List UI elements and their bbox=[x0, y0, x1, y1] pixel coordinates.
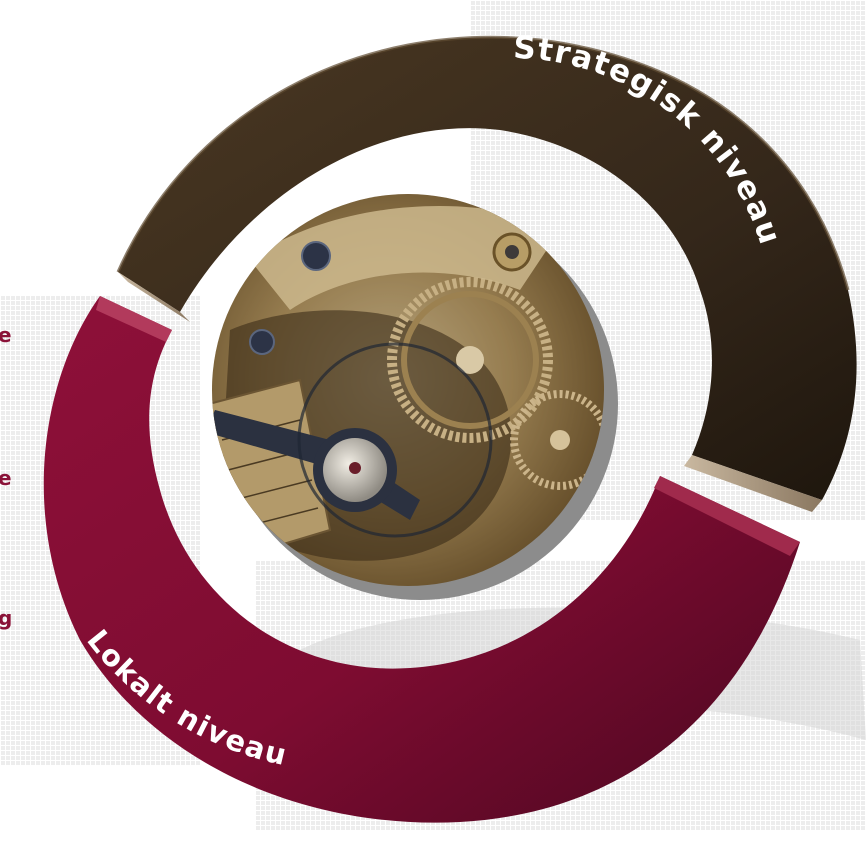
clipped-text-fragment-3: g bbox=[0, 606, 13, 630]
clipped-text-fragment-2: e bbox=[0, 466, 12, 490]
gear-right bbox=[510, 390, 604, 490]
clockwork-image bbox=[212, 194, 604, 586]
clipped-text-fragment-1: e bbox=[0, 323, 12, 347]
local-level-segment bbox=[43, 296, 801, 823]
gear-large bbox=[387, 277, 553, 443]
strategic-level-segment bbox=[116, 35, 857, 512]
